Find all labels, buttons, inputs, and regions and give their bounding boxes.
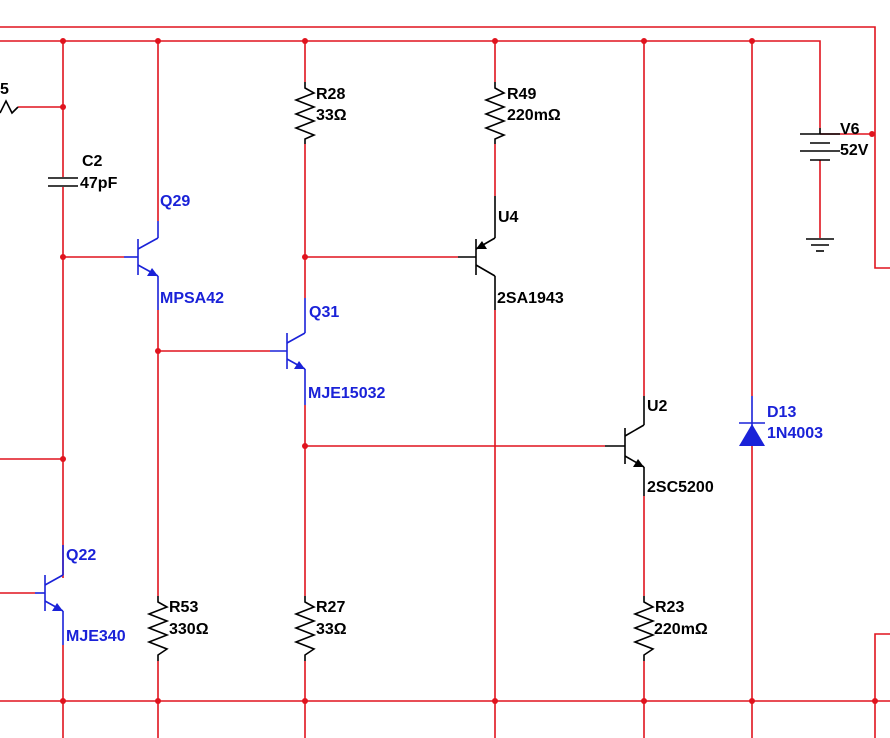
outer-frame-wire — [0, 26, 890, 269]
c2-value-label: 47pF — [80, 175, 118, 192]
u4-ref-label: U4 — [498, 209, 519, 226]
r28-resistor — [293, 82, 317, 144]
d13-ref-label: D13 — [767, 404, 796, 421]
bottom-right-frame-wire — [874, 633, 890, 738]
top-rail-wire — [0, 40, 821, 128]
junction-dot — [749, 38, 755, 44]
junction-dot — [155, 698, 161, 704]
q31-transistor — [270, 298, 306, 405]
q31-ref-label: Q31 — [309, 304, 339, 321]
junction-dots — [60, 38, 878, 704]
r53-resistor — [146, 596, 170, 661]
q22-ref-label: Q22 — [66, 547, 96, 564]
v6-battery — [800, 128, 840, 161]
r27-ref-label: R27 — [316, 599, 345, 616]
junction-dot — [60, 698, 66, 704]
d13-diode — [739, 396, 765, 446]
junction-dot — [869, 131, 875, 137]
partial-label: 5 — [0, 81, 9, 98]
u4-part-label: 2SA1943 — [497, 290, 564, 307]
u2-part-label: 2SC5200 — [647, 479, 714, 496]
u2-ref-label: U2 — [647, 398, 668, 415]
junction-dot — [60, 456, 66, 462]
wires — [0, 26, 890, 738]
q29-ref-label: Q29 — [160, 193, 190, 210]
u2-transistor — [605, 396, 645, 496]
r53-ref-label: R53 — [169, 599, 198, 616]
r53-value-label: 330Ω — [169, 621, 209, 638]
junction-dot — [872, 698, 878, 704]
r23-value-label: 220mΩ — [654, 621, 708, 638]
junction-dot — [302, 254, 308, 260]
d13-part-label: 1N4003 — [767, 425, 823, 442]
r23-resistor — [632, 596, 656, 661]
junction-dot — [492, 698, 498, 704]
junction-dot — [60, 104, 66, 110]
v6-ref-label: V6 — [840, 121, 860, 138]
q29-part-label: MPSA42 — [160, 290, 224, 307]
partial-resistor-symbol — [0, 99, 19, 115]
q22-transistor — [35, 545, 64, 645]
q29-transistor — [124, 221, 159, 310]
q31-part-label: MJE15032 — [308, 385, 385, 402]
junction-dot — [749, 698, 755, 704]
junction-dot — [302, 698, 308, 704]
c2-ref-label: C2 — [82, 153, 103, 170]
c2-capacitor — [48, 177, 78, 187]
r49-ref-label: R49 — [507, 86, 536, 103]
r27-resistor — [293, 596, 317, 661]
junction-dot — [60, 38, 66, 44]
junction-dot — [155, 348, 161, 354]
junction-dot — [60, 254, 66, 260]
r28-value-label: 33Ω — [316, 107, 347, 124]
junction-dot — [641, 38, 647, 44]
r49-value-label: 220mΩ — [507, 107, 561, 124]
junction-dot — [641, 698, 647, 704]
r23-ref-label: R23 — [655, 599, 684, 616]
junction-dot — [302, 443, 308, 449]
u4-transistor — [458, 196, 496, 310]
junction-dot — [302, 38, 308, 44]
v6-value-label: 52V — [840, 142, 869, 159]
r28-ref-label: R28 — [316, 86, 345, 103]
q22-part-label: MJE340 — [66, 628, 126, 645]
r49-resistor — [483, 82, 507, 144]
ground-symbol — [806, 238, 834, 252]
junction-dot — [492, 38, 498, 44]
r27-value-label: 33Ω — [316, 621, 347, 638]
junction-dot — [155, 38, 161, 44]
